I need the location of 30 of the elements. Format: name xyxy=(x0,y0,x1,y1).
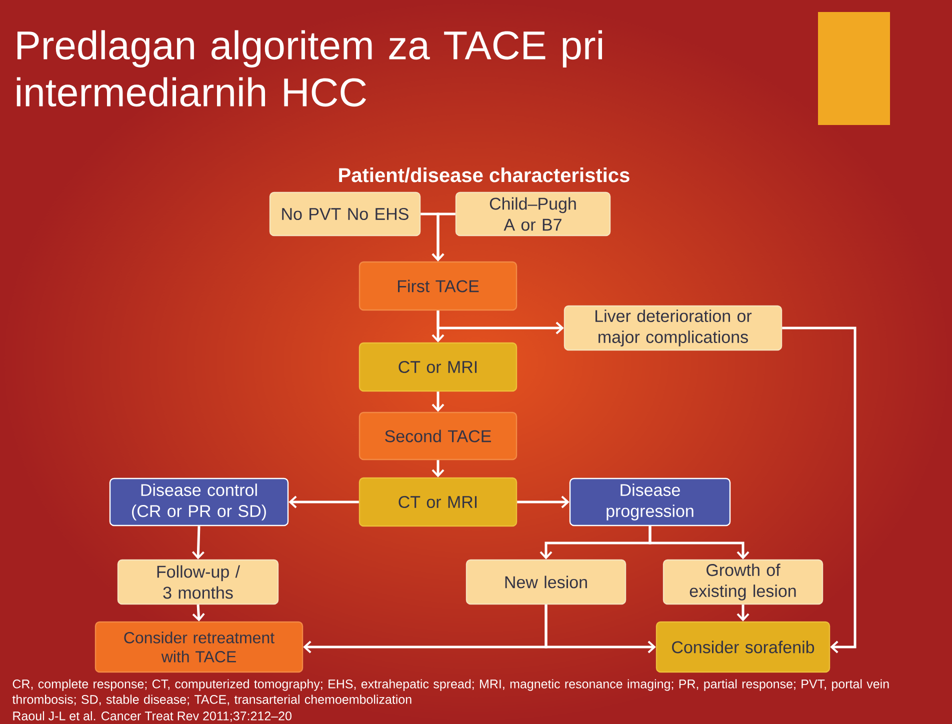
slide-title: Predlagan algoritem za TACE pri intermediarnih HCC xyxy=(16,30,602,107)
arrow xyxy=(517,496,570,508)
outcome-box: Disease progression xyxy=(569,478,731,526)
arrow xyxy=(192,604,205,622)
footnote: CR, complete response; CT, computerized tomography; EHS, extrahepatic spread; MRI, magnetic resonance imaging; PR, partial response; PVT, portal vein thrombosis; SD, stable disease; TACE, transarterial chemoembolization xyxy=(12,679,889,706)
arrow xyxy=(436,310,564,334)
arrow xyxy=(432,392,444,412)
reference: Raoul J-L et al. Cancer Treat Rev 2011;37:212–20 xyxy=(13,711,292,722)
process-box: Growth of existing lesion xyxy=(662,559,824,605)
arrow xyxy=(782,326,856,654)
process-box: No PVT No EHS xyxy=(269,192,421,236)
arrow xyxy=(432,460,444,478)
arrow xyxy=(288,496,359,508)
process-box: Consider sorafenib xyxy=(656,621,830,673)
arrow xyxy=(736,604,750,622)
heading: Patient/disease characteristics xyxy=(339,168,630,182)
arrow xyxy=(192,526,204,560)
process-box: CT or MRI xyxy=(358,342,518,392)
process-box: Consider retreatment with TACE xyxy=(94,621,304,673)
outcome-box: Disease control (CR or PR or SD) xyxy=(109,478,289,526)
process-box: First TACE xyxy=(358,261,518,311)
process-box: CT or MRI xyxy=(358,477,518,527)
arrow xyxy=(648,526,750,560)
process-box: Follow-up / 3 months xyxy=(117,559,279,605)
process-box: New lesion xyxy=(466,559,626,605)
process-box: Child–Pugh A or B7 xyxy=(455,192,611,236)
arrow xyxy=(432,212,456,262)
process-box: Second TACE xyxy=(358,412,518,460)
arrow xyxy=(544,604,656,654)
process-box: Liver deterioration or major complications xyxy=(564,305,782,351)
